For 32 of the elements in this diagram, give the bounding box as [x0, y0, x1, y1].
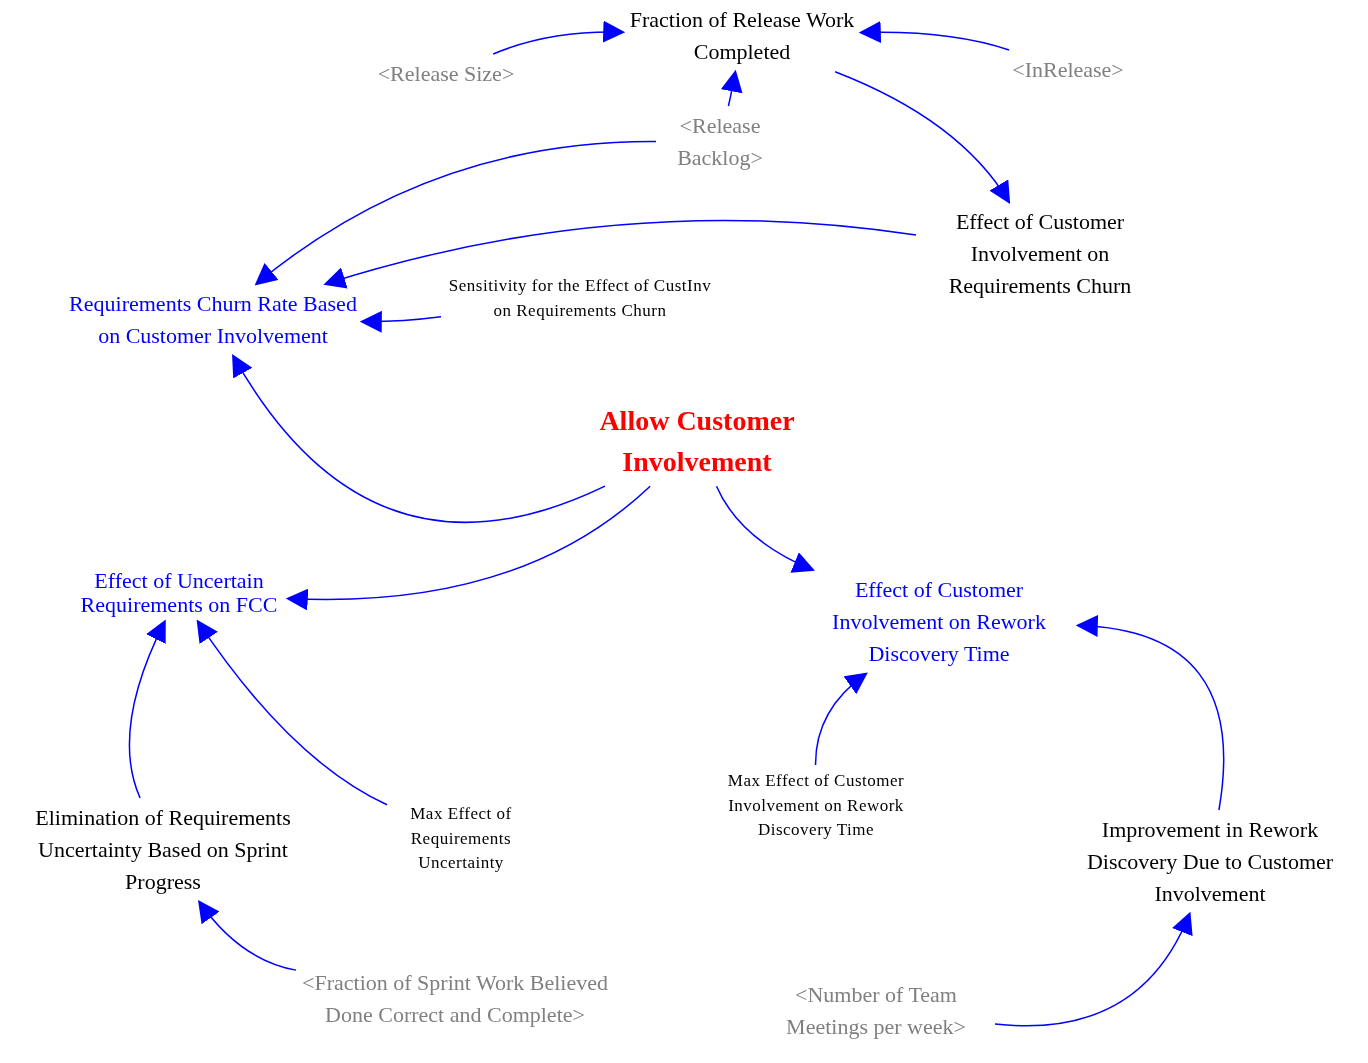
shadow-variable-label: <Release Size> — [376, 60, 516, 88]
link-arrow — [814, 672, 868, 766]
link-arrow — [492, 20, 626, 55]
variable-label: Improvement in Rework Discovery Due to Customer Involvement — [1085, 816, 1335, 908]
variable-label: Max Effect of Requirements Uncertainty — [409, 803, 513, 875]
shadow-variable-label: <Number of Team Meetings per week> — [785, 981, 967, 1041]
variable-label: Max Effect of Customer Involvement on Rework Discovery Time — [726, 770, 906, 842]
link-arrow — [858, 21, 1010, 51]
decision-variable-label: Allow Customer Involvement — [598, 404, 796, 479]
link-arrow — [359, 310, 442, 333]
variable-label: Requirements Churn Rate Based on Customer Involvement — [68, 290, 358, 350]
variable-label: Effect of Uncertain Requirements on FCC — [79, 569, 279, 618]
link-arrow — [323, 219, 917, 289]
link-arrow — [128, 619, 167, 799]
link-arrow — [994, 911, 1192, 1027]
link-arrow — [715, 485, 815, 573]
link-arrow — [231, 353, 606, 524]
shadow-variable-label: <Fraction of Sprint Work Believed Done Correct and Complete> — [301, 969, 609, 1029]
shadow-variable-label: <InRelease> — [1011, 56, 1125, 84]
link-arrow — [720, 69, 743, 107]
link-arrow — [254, 140, 657, 286]
link-arrow — [834, 71, 1011, 204]
variable-label: Effect of Customer Involvement on Rework Discovery Time — [831, 576, 1047, 668]
variable-label: Elimination of Requirements Uncertainty Based on Sprint Progress — [34, 804, 292, 896]
link-arrow — [197, 899, 297, 971]
variable-label: Fraction of Release Work Completed — [628, 6, 856, 66]
shadow-variable-label: <Release Backlog> — [676, 112, 764, 172]
variable-label: Sensitivity for the Effect of CustInv on Requirements Churn — [447, 275, 713, 322]
link-arrow — [196, 619, 388, 806]
variable-label: Effect of Customer Involvement on Requirements Churn — [947, 208, 1133, 300]
link-arrow — [285, 485, 651, 611]
link-arrow — [1075, 615, 1225, 811]
